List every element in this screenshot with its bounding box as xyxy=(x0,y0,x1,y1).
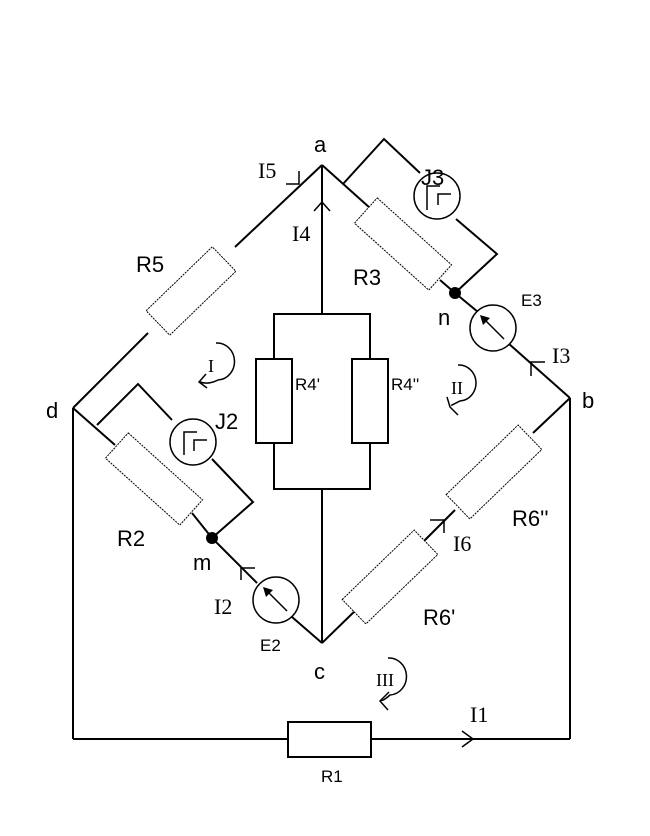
wire-j3-bottom xyxy=(454,218,499,294)
arrow-i4-icon xyxy=(313,200,331,212)
resistor-r6b xyxy=(445,424,543,520)
label-i3: I3 xyxy=(552,343,570,368)
wire-r4-top xyxy=(273,313,371,359)
wire-b-r6b xyxy=(532,397,571,434)
label-i4: I4 xyxy=(292,221,310,246)
node-label-b: b xyxy=(582,388,594,413)
label-j2: J2 xyxy=(215,409,238,434)
label-loop-II: II xyxy=(451,378,463,398)
arrow-i1-icon xyxy=(461,730,475,748)
node-label-c: c xyxy=(314,659,325,684)
wire-j3-top xyxy=(342,137,421,185)
wire-e2-c xyxy=(291,616,323,644)
label-r4b: R4'' xyxy=(391,375,419,394)
arrow-i6-icon xyxy=(430,519,445,533)
node-label-a: a xyxy=(314,132,327,157)
arrow-i3-icon xyxy=(530,361,545,376)
wire-r6b-r6a xyxy=(419,509,456,546)
arrow-i5-icon xyxy=(286,171,300,185)
label-j3: J3 xyxy=(421,165,444,190)
label-e3: E3 xyxy=(521,291,542,310)
resistor-r6a xyxy=(341,529,439,625)
label-r6a: R6' xyxy=(423,605,455,630)
resistor-r5 xyxy=(145,246,237,336)
label-r3: R3 xyxy=(353,265,381,290)
node-label-n: n xyxy=(438,305,450,330)
node-label-m: m xyxy=(193,550,211,575)
wire-j2-top xyxy=(96,382,173,426)
label-i1: I1 xyxy=(470,702,488,727)
wire-e3-b xyxy=(507,342,571,399)
arrow-i2-icon xyxy=(240,567,255,580)
label-loop-III: III xyxy=(376,670,394,690)
j2-symbol-icon xyxy=(183,431,197,455)
wire-j2-bottom xyxy=(211,458,255,539)
label-e2: E2 xyxy=(260,636,281,655)
resistor-r1 xyxy=(287,721,372,758)
voltage-source-e3 xyxy=(469,304,517,352)
current-source-j3 xyxy=(413,172,461,220)
voltage-source-e2 xyxy=(252,576,300,624)
wire-m-e2 xyxy=(211,537,258,584)
wire-d-r5 xyxy=(72,332,149,409)
wire-r6a-c xyxy=(321,607,359,644)
label-r6b: R6'' xyxy=(512,506,549,531)
junction-m xyxy=(206,532,218,544)
label-i5: I5 xyxy=(258,158,276,183)
node-label-d: d xyxy=(46,398,58,423)
current-source-j2 xyxy=(169,418,217,466)
wire-r5-a xyxy=(234,164,323,248)
wire-a-r3 xyxy=(321,164,371,209)
wire-d-r2 xyxy=(72,407,116,446)
resistor-r3 xyxy=(353,197,453,291)
loop-arrow-II xyxy=(446,364,477,416)
label-loop-I: I xyxy=(208,356,214,376)
resistor-r4b xyxy=(351,358,389,444)
wires xyxy=(72,137,571,740)
label-r4a: R4' xyxy=(295,375,320,394)
loop-arrow-I xyxy=(197,342,236,389)
loop-arrow-III xyxy=(378,657,408,711)
label-i2: I2 xyxy=(214,594,232,619)
resistor-r4a xyxy=(255,358,293,444)
label-r5: R5 xyxy=(136,252,164,277)
label-r1: R1 xyxy=(321,767,343,786)
junction-n xyxy=(449,287,461,299)
j3-symbol-icon xyxy=(426,185,440,210)
wire-r4-bottom xyxy=(273,443,371,490)
label-r2: R2 xyxy=(117,526,145,551)
label-i6: I6 xyxy=(453,531,471,556)
